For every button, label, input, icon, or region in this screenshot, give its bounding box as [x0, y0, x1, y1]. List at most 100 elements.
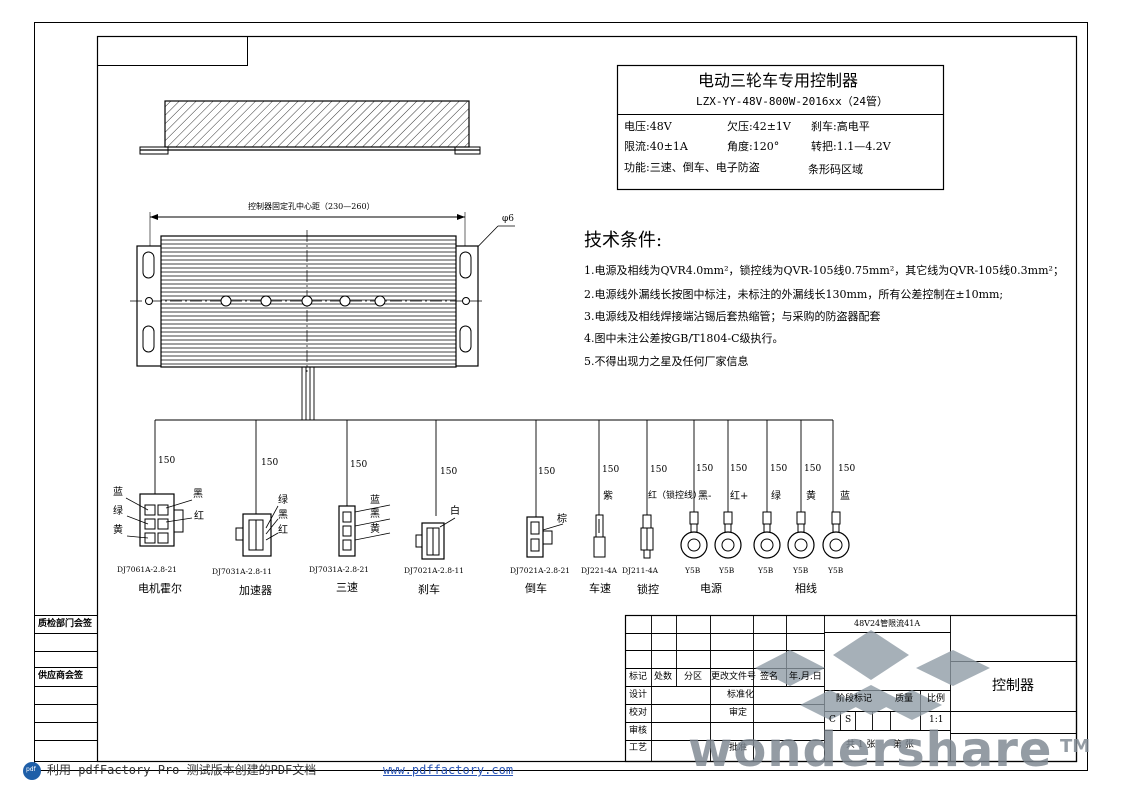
wire-length: 150 — [696, 464, 714, 474]
hole-diameter: φ6 — [502, 214, 515, 224]
brake-connector — [415, 517, 456, 560]
barcode-area: 条形码区域 — [808, 163, 863, 176]
wire-color: 绿 — [771, 491, 781, 502]
wire-color: 棕 — [557, 514, 567, 525]
wondershare-watermark: wondershare — [688, 722, 1053, 778]
wire-length: 150 — [730, 464, 748, 474]
wire-color: 黑 — [193, 489, 203, 500]
tech-item: 2.电源线外漏线长按图中标注，未标注的外漏线长130mm，所有公差控制在±10m… — [584, 288, 1004, 301]
wire-length: 150 — [770, 464, 788, 474]
wire-color: 紫 — [603, 491, 613, 502]
supplier-signoff-label: 供应商会签 — [38, 671, 84, 681]
block-stage-s: S — [845, 715, 852, 725]
lock-terminal — [640, 514, 654, 559]
part-number: Y5B — [719, 566, 735, 575]
part-number: DJ7021A-2.8-21 — [510, 566, 571, 575]
drawing-name: 控制器 — [992, 678, 1034, 694]
wire-color: 绿 — [278, 495, 288, 506]
wire-color: 黑 — [370, 509, 380, 520]
speed-connector — [338, 504, 391, 557]
wondershare-logo-diamonds — [755, 630, 990, 720]
wire-color: 黄 — [113, 525, 123, 536]
connector-name: 相线 — [795, 582, 817, 595]
model-number: LZX-YY-48V-800W-2016xx（24管） — [696, 95, 888, 108]
wire-length: 150 — [602, 465, 620, 475]
part-number: DJ221-4A — [581, 566, 618, 575]
block-header-change-doc: 更改文件号 — [711, 672, 757, 682]
wire-color: 黑- — [698, 491, 712, 502]
cable-bundle — [155, 367, 833, 421]
tech-item: 5.不得出现力之星及任何厂家信息 — [584, 355, 749, 368]
wire-length: 150 — [650, 465, 668, 475]
drawing-title: 电动三轮车专用控制器 — [698, 71, 859, 90]
outer-frame — [34, 22, 1088, 771]
hall-connector — [125, 493, 193, 547]
wire-color: 红+ — [730, 491, 749, 502]
block-scale-value: 1:1 — [929, 715, 944, 725]
tech-heading: 技术条件: — [584, 230, 663, 251]
wire-color: 黄 — [806, 491, 816, 502]
block-standard: 标准化 — [727, 690, 755, 700]
connector-name: 三速 — [336, 581, 358, 594]
wire-length: 150 — [838, 464, 856, 474]
block-stage-c: C — [829, 715, 836, 725]
footer-text: 利用 pdfFactory Pro 测试版本创建的PDF文档 — [47, 763, 317, 777]
block-design: 设计 — [629, 690, 648, 700]
speed-terminal — [593, 514, 606, 558]
dimension-label: 控制器固定孔中心距（230—260） — [248, 202, 375, 211]
wire-color: 蓝 — [840, 491, 850, 502]
block-description: 48V24管限流41A — [854, 619, 921, 628]
connector-name: 电源 — [700, 582, 722, 595]
block-review: 审定 — [729, 708, 748, 718]
wire-color: 蓝 — [370, 495, 380, 506]
throttle-connector — [235, 505, 279, 557]
pdf-icon-text: pdf — [26, 766, 36, 773]
block-process: 工艺 — [629, 743, 648, 753]
wire-color: 黄 — [370, 524, 380, 535]
wire-color: 红 — [194, 511, 204, 522]
connector-name: 倒车 — [525, 582, 547, 595]
connector-name: 车速 — [589, 582, 611, 595]
wire-length: 150 — [350, 460, 368, 470]
block-header-count: 处数 — [654, 672, 673, 682]
block-approve: 批准 — [729, 743, 748, 753]
connector-name: 电机霍尔 — [138, 582, 182, 595]
pdf-factory-icon — [23, 762, 41, 780]
wire-color: 绿 — [113, 506, 123, 517]
connector-name: 加速器 — [239, 584, 272, 597]
wire-length: 150 — [538, 467, 556, 477]
part-number: Y5B — [793, 566, 809, 575]
block-stage-mark: 阶段标记 — [836, 694, 873, 704]
block-header-mark: 标记 — [629, 672, 648, 682]
wire-color: 黑 — [278, 510, 288, 521]
block-header-zone: 分区 — [684, 672, 703, 682]
block-sheet-number: 第 张 — [893, 740, 914, 750]
block-weight: 质量 — [895, 694, 914, 704]
wire-color: 红 — [278, 525, 288, 536]
part-number: Y5B — [828, 566, 844, 575]
part-number: DJ7031A-2.8-11 — [212, 567, 273, 576]
pdffactory-link[interactable]: www.pdffactory.com — [383, 763, 514, 777]
ring-terminals — [680, 511, 850, 559]
block-header-date: 年.月.日 — [789, 672, 822, 682]
block-audit: 审核 — [629, 726, 648, 736]
tech-item: 3.电源线及相线焊接端沾锡后套热缩管；与采购的防盗器配套 — [584, 310, 881, 323]
wire-length: 150 — [440, 467, 458, 477]
connector-name: 锁控 — [637, 583, 659, 596]
part-number: Y5B — [685, 566, 701, 575]
tech-item: 4.图中未注公差按GB/T1804-C级执行。 — [584, 332, 784, 345]
block-sheets-total: 共 1 张 — [846, 740, 876, 750]
controller-side-view — [139, 100, 481, 155]
part-number: DJ7031A-2.8-21 — [309, 565, 370, 574]
part-number: DJ211-4A — [622, 566, 659, 575]
tech-item: 1.电源及相线为QVR4.0mm²，锁控线为QVR-105线0.75mm²，其它… — [584, 264, 1064, 277]
connector-name: 刹车 — [418, 583, 440, 596]
block-scale-label: 比例 — [927, 694, 946, 704]
reverse-connector — [526, 516, 564, 558]
title-block-lines — [616, 64, 945, 191]
block-header-sign: 签名 — [760, 672, 779, 682]
wire-color: 红（锁控线） — [648, 491, 703, 501]
block-check: 校对 — [629, 708, 648, 718]
wire-drops — [154, 420, 834, 517]
